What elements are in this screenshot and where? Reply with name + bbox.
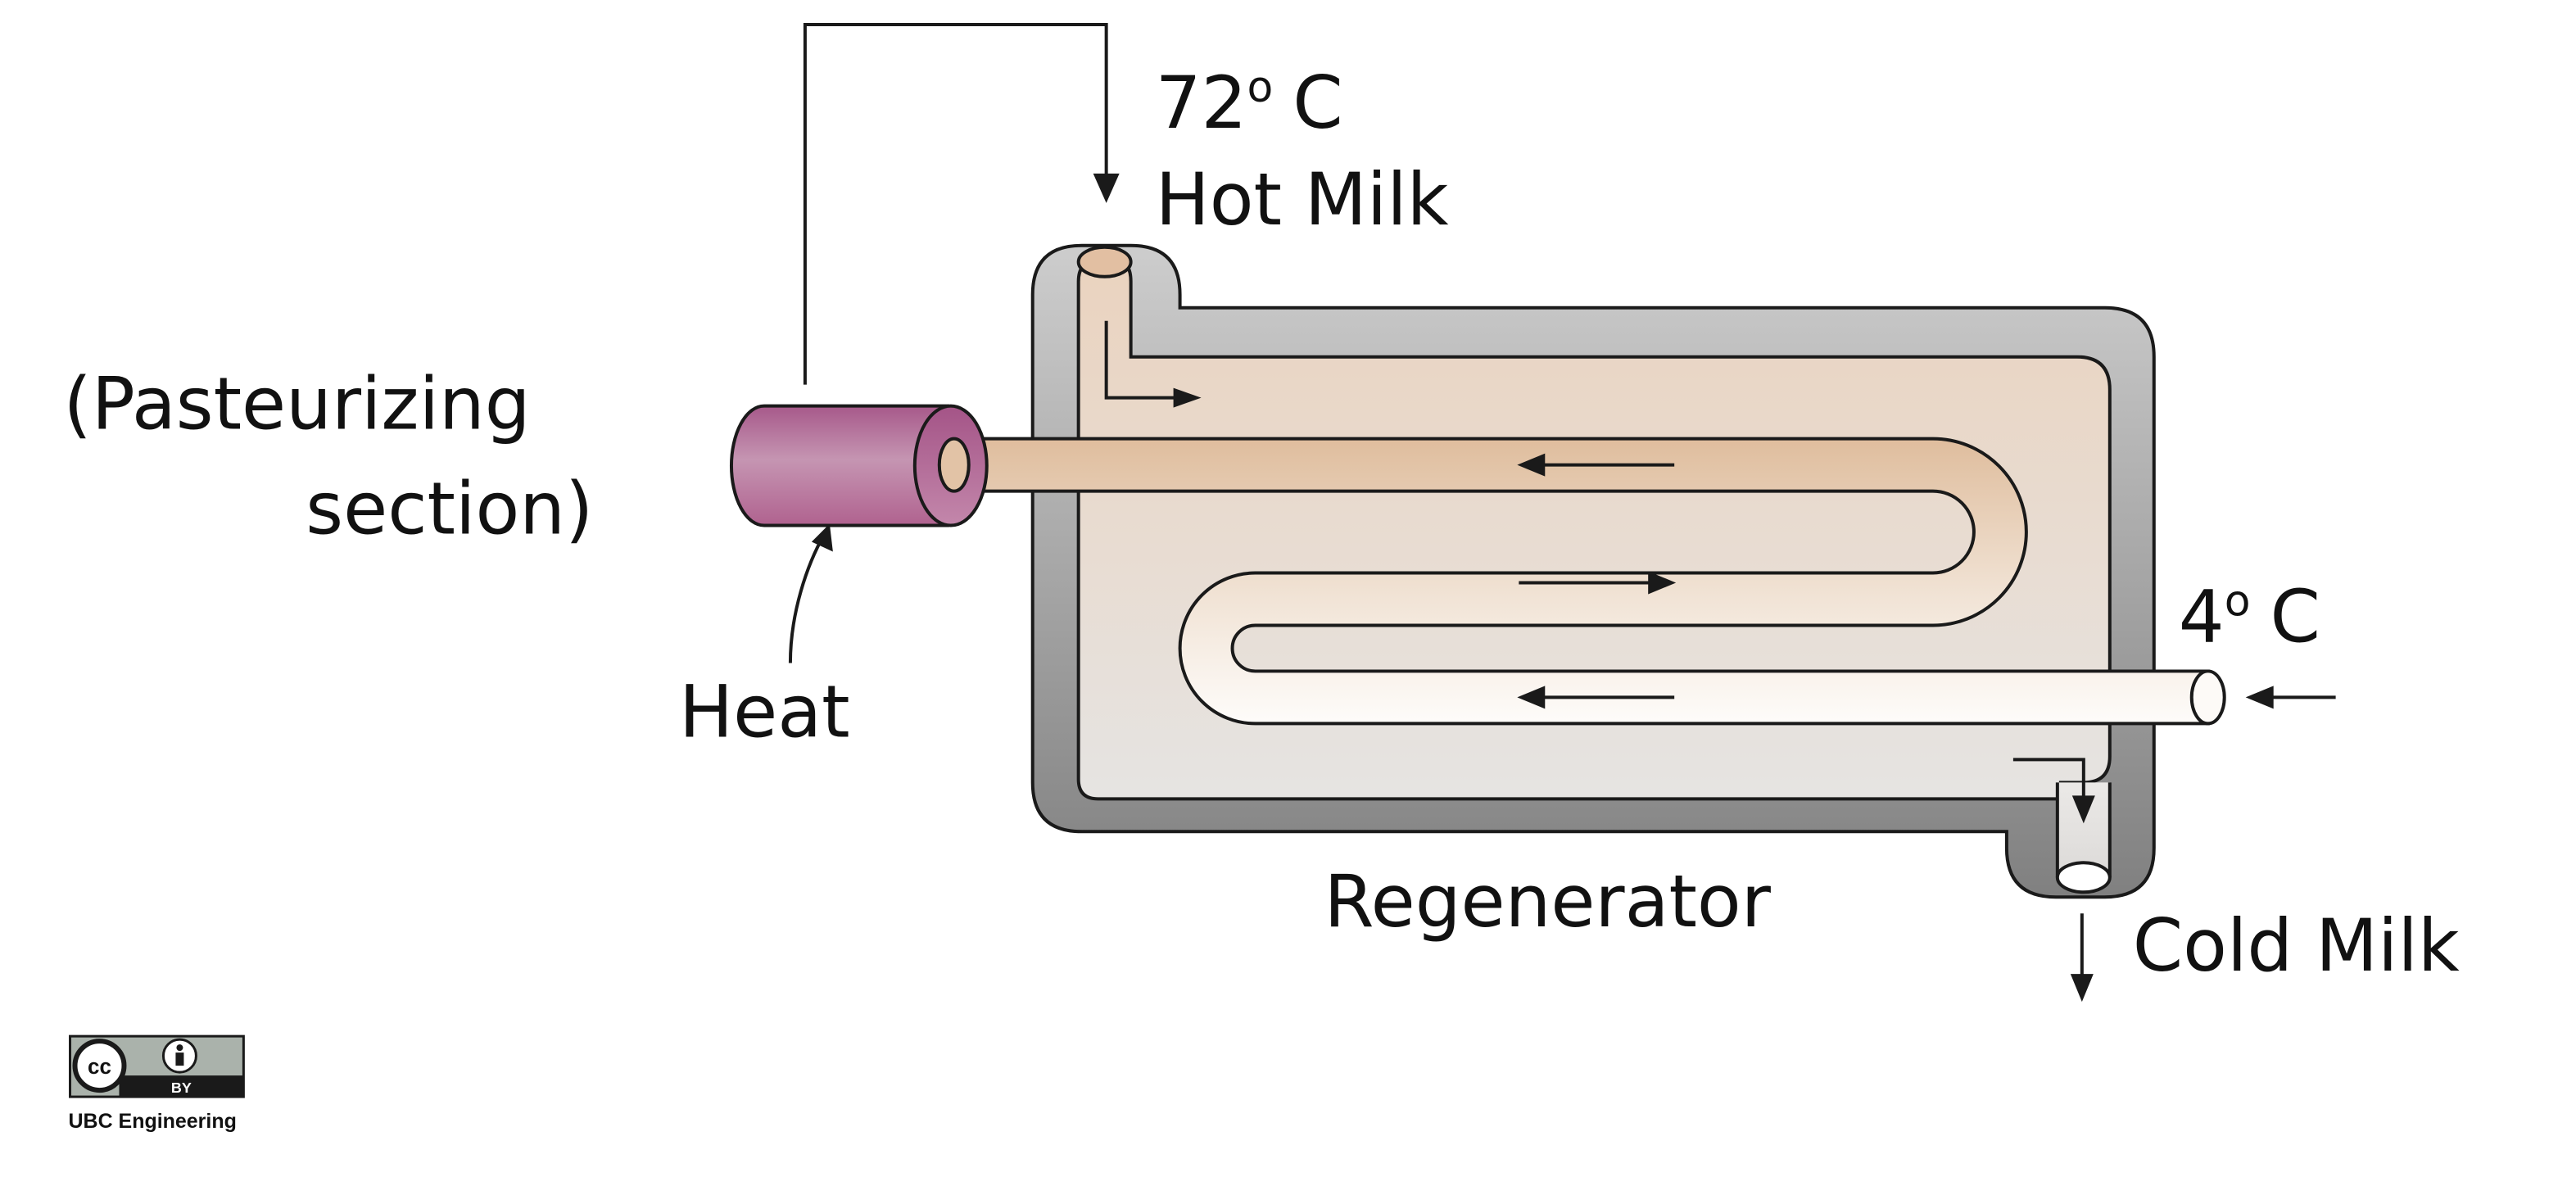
hot-milk-inlet-cap [1076,245,1133,278]
cold-milk-label: Cold Milk [2133,903,2460,988]
heater-tube-opening [937,437,971,493]
svg-text:cc: cc [88,1054,111,1079]
pasteurizing-section-label-line2: section) [306,467,593,551]
raw-milk-inlet-cap [2189,669,2226,726]
regenerator-label: Regenerator [1324,859,1771,944]
svg-text:BY: BY [171,1080,192,1096]
heat-pointer-line [788,532,826,663]
outlet-turn-arrow [2012,758,2085,806]
heat-label: Heat [679,669,850,754]
flow-arrows [1104,320,2336,983]
flow-arrowheads [1173,387,2274,1003]
attribution-person-icon [161,1038,197,1074]
credit-label: UBC Engineering [69,1110,237,1133]
cold-milk-outlet-cap [2055,861,2112,894]
hot-milk-label: Hot Milk [1156,157,1449,242]
cc-by-license-badge: cc BY [69,1034,245,1098]
heater-cylinder [730,404,949,527]
heat-pointer-arrowhead [811,523,833,552]
regenerator-inner-chamber [1076,260,2112,801]
inlet-turn-arrow [1104,320,1184,400]
pasteurizing-section-label-line1: (Pasteurizing [64,362,531,446]
hot-milk-down-arrowhead [1093,173,1120,203]
pasteurizing-loop-line [803,22,1108,385]
cc-icon [72,1039,127,1093]
